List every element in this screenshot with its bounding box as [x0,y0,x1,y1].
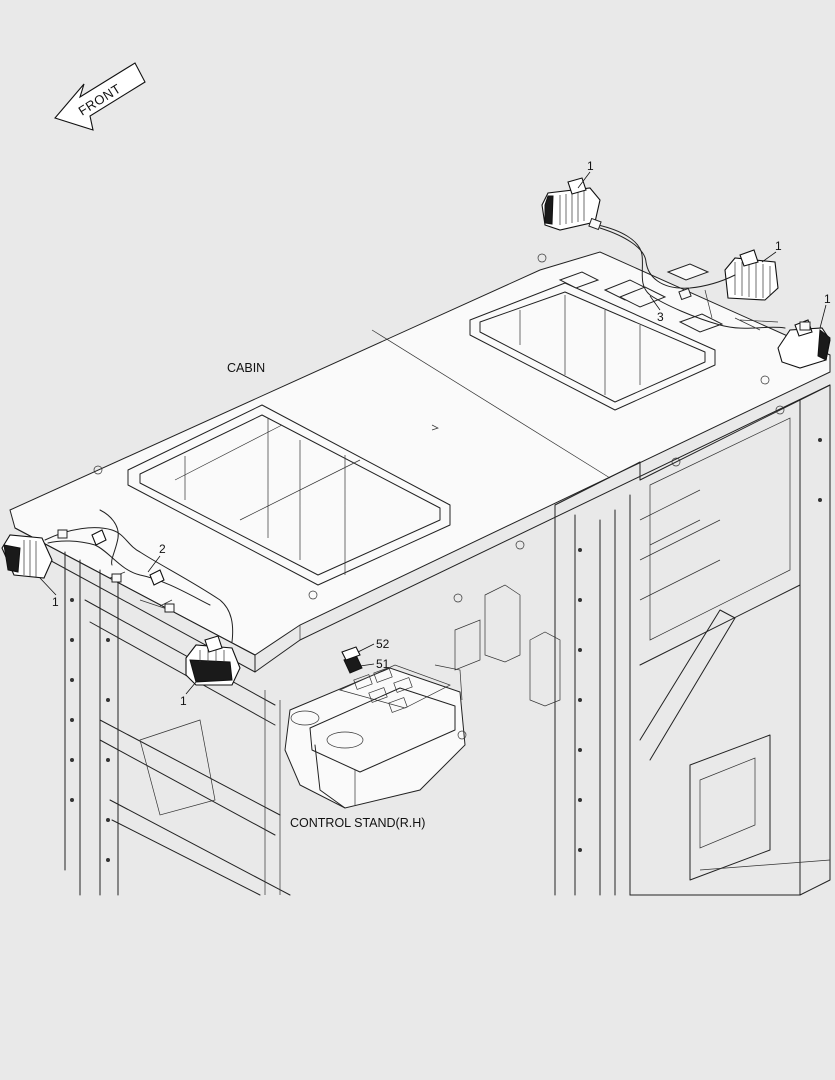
control-stand [284,646,467,809]
rear-work-lamp-center [724,249,779,301]
callout-3: 3 [657,310,664,324]
front-work-lamp-left [1,534,53,579]
cabin-structure [9,251,831,896]
callout-51: 51 [376,657,390,671]
callout-1-right: 1 [824,292,831,306]
callout-1-mid: 1 [775,239,782,253]
control-stand-label: CONTROL STAND(R.H) [290,816,425,830]
cabin-label: CABIN [227,361,265,375]
rear-work-lamp-right [777,319,831,369]
callout-1-bottom: 1 [180,694,187,708]
callout-2: 2 [159,542,166,556]
callout-1-top: 1 [587,159,594,173]
callout-1-left: 1 [52,595,59,609]
front-work-lamp-right [185,635,241,686]
callout-52: 52 [376,637,390,651]
front-arrow-icon: FRONT [54,62,146,131]
rear-lamp-harness [588,217,811,331]
rear-work-lamp-left [541,177,601,231]
front-lamp-harness [44,509,234,643]
leader-lines [39,171,827,695]
